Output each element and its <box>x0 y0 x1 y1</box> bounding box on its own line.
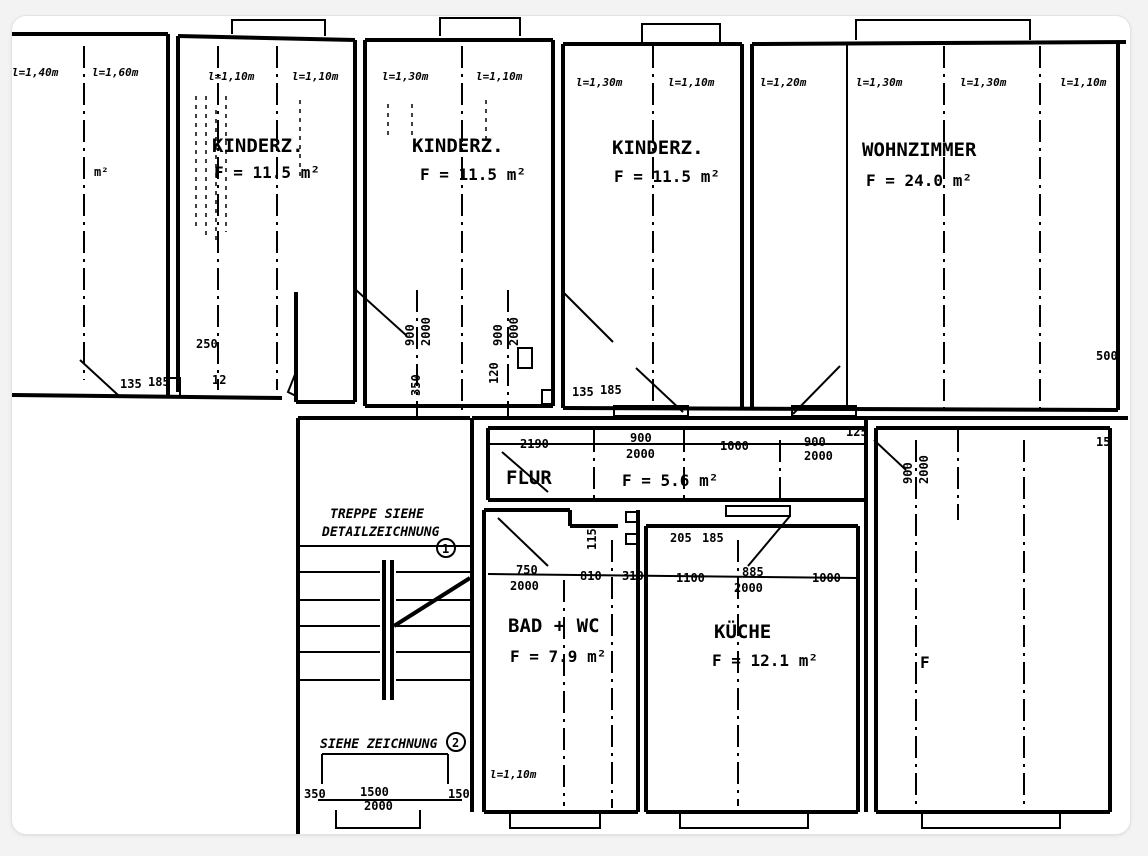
note-siehe-number: 2 <box>452 736 459 750</box>
note-siehe: SIEHE ZEICHNUNG <box>320 737 438 752</box>
dim-label: 185 <box>702 531 724 545</box>
dim-label: 2190 <box>520 437 549 451</box>
dim-label: 135 <box>572 385 594 399</box>
floor-plan: KINDERZ. F = 11.5 m² KINDERZ. F = 11.5 m… <box>12 17 1128 834</box>
dim-label: 115 <box>585 528 599 550</box>
dim-label: 885 <box>742 565 764 579</box>
dim-label: 15 <box>1096 435 1110 449</box>
drawing-notes: TREPPE SIEHE DETAILZEICHNUNG 1 SIEHE ZEI… <box>320 507 466 752</box>
dim-label: 750 <box>516 563 538 577</box>
dim-label: 500 <box>1096 349 1118 363</box>
dim-label: 900 <box>630 431 652 445</box>
dim-label: 1100 <box>676 571 705 585</box>
dim-label: 135 <box>120 377 142 391</box>
dim-label: 185 <box>600 383 622 397</box>
dim-label: 2000 <box>507 317 521 346</box>
kinderz-2-area: F = 11.5 m² <box>420 165 526 184</box>
window-label: l=1,30m <box>960 76 1007 89</box>
window-label: l=1,30m <box>576 76 623 89</box>
dim-label: 2000 <box>734 581 763 595</box>
room-labels: KINDERZ. F = 11.5 m² KINDERZ. F = 11.5 m… <box>94 135 977 672</box>
window-label: l=1,10m <box>476 70 523 83</box>
window-labels: l=1,40m l=1,60m l=1,10m l=1,10m l=1,30m … <box>12 66 1107 781</box>
dim-label: 150 <box>448 787 470 801</box>
door-swings-lower <box>497 405 907 567</box>
right-room-area: F <box>920 653 930 672</box>
note-treppe: TREPPE SIEHE <box>330 507 424 522</box>
dim-label: 900 <box>491 324 505 346</box>
dim-label: 2000 <box>419 317 433 346</box>
staircase <box>298 545 472 784</box>
dim-label: 900 <box>804 435 826 449</box>
kinderz-3-area: F = 11.5 m² <box>614 167 720 186</box>
window-label: l=1,20m <box>760 76 807 89</box>
dim-label: 125 <box>846 425 868 439</box>
dim-label: 310 <box>622 569 644 583</box>
lower-walls <box>296 416 1128 834</box>
kinderz-2-name: KINDERZ. <box>412 135 504 157</box>
dim-label: 810 <box>580 569 602 583</box>
window-label: l=1,10m <box>1060 76 1107 89</box>
dim-label: 2000 <box>364 799 393 813</box>
window-label: l=1,10m <box>208 70 255 83</box>
door-swings-upper <box>79 289 841 415</box>
window-label: l=1,10m <box>292 70 339 83</box>
window-label: l=1,40m <box>12 66 59 79</box>
note-detail: DETAILZEICHNUNG <box>321 525 440 540</box>
kinderz-1-name: KINDERZ. <box>212 135 304 157</box>
window-label: l=1,60m <box>92 66 139 79</box>
dim-label: 350 <box>409 374 423 396</box>
flur-dimension-line <box>318 443 866 801</box>
dimension-labels: 2190 900 2000 1000 900 2000 125 750 2000… <box>120 317 1118 813</box>
dim-label: 205 <box>670 531 692 545</box>
dim-label: 2000 <box>510 579 539 593</box>
dim-label: 12 <box>212 373 226 387</box>
window-label: l=1,30m <box>382 70 429 83</box>
window-label: l=1,10m <box>668 76 715 89</box>
flur-area: F = 5.6 m² <box>622 471 718 490</box>
dim-label: 2000 <box>626 447 655 461</box>
kinderz-1-area: F = 11.5 m² <box>214 163 320 182</box>
wohnzimmer-name: WOHNZIMMER <box>862 139 977 161</box>
dim-label: 2000 <box>917 455 931 484</box>
kinderz-3-name: KINDERZ. <box>612 137 704 159</box>
dim-label: 1000 <box>812 571 841 585</box>
dim-label: 900 <box>403 324 417 346</box>
dim-label: 1500 <box>360 785 389 799</box>
dim-label: 250 <box>196 337 218 351</box>
left-room-area: m² <box>94 165 108 179</box>
bad-wc-area: F = 7.9 m² <box>510 647 606 666</box>
note-detail-number: 1 <box>442 542 449 556</box>
flur-name: FLUR <box>506 467 552 489</box>
bad-wc-name: BAD + WC <box>508 615 600 637</box>
window-label: l=1,10m <box>490 768 537 781</box>
window-label: l=1,30m <box>856 76 903 89</box>
dim-label: 900 <box>901 462 915 484</box>
dim-label: 1000 <box>720 439 749 453</box>
hatch-dots <box>195 96 487 240</box>
dim-label: 185 <box>148 375 170 389</box>
kueche-area: F = 12.1 m² <box>712 651 818 670</box>
dim-label: 350 <box>304 787 326 801</box>
kueche-name: KÜCHE <box>714 619 771 643</box>
lower-axis-lines <box>563 430 1025 808</box>
wohnzimmer-area: F = 24.0 m² <box>866 171 972 190</box>
floor-plan-frame: KINDERZ. F = 11.5 m² KINDERZ. F = 11.5 m… <box>12 16 1130 834</box>
upper-walls <box>12 17 1127 412</box>
dim-label: 2000 <box>804 449 833 463</box>
window-axis-lines <box>83 46 1041 420</box>
dim-label: 120 <box>487 362 501 384</box>
